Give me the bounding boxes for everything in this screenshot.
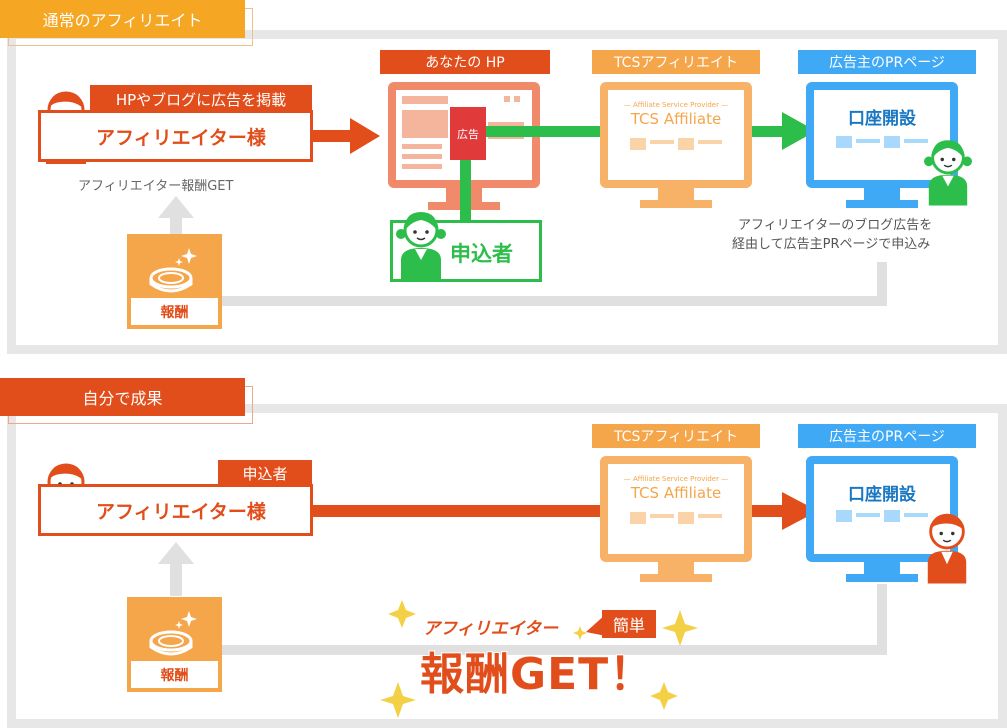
ad-block <box>450 107 486 160</box>
coin-icon <box>149 248 197 293</box>
tcs-monitor-icon <box>600 82 752 208</box>
affiliate-badge: HPやブログに広告を掲載 <box>90 85 312 113</box>
tcs-label: TCSアフィリエイト <box>592 50 760 74</box>
sparkle-icons <box>380 600 698 718</box>
reward-caption: アフィリエイター報酬GET <box>78 179 234 194</box>
tcs2-logo-text: TCS Affiliate <box>630 484 722 502</box>
reward-label: 報酬 <box>131 298 218 325</box>
reward-box: 報酬 <box>127 234 222 329</box>
coin2-icon <box>149 611 197 656</box>
section1-panel <box>7 30 1007 354</box>
note-line1: アフィリエイターのブログ広告を <box>738 218 933 233</box>
applicant-person-icon <box>396 212 446 280</box>
pr2-monitor-icon <box>806 456 958 582</box>
affiliate2-box <box>38 484 313 536</box>
ad-label: 広告 <box>457 128 479 141</box>
hp-label: あなたの HP <box>380 50 550 74</box>
easy-badge-pointer <box>586 614 606 636</box>
affiliate3-person-icon <box>927 513 967 584</box>
applicant-label: 申込者 <box>450 242 513 266</box>
get-prefix: アフィリエイター <box>423 619 558 639</box>
arrow-to-hp <box>310 118 380 154</box>
reward2-label: 報酬 <box>131 661 218 688</box>
section1-tag: 通常のアフィリエイト <box>0 0 245 38</box>
section2-panel <box>7 404 1007 728</box>
section2-gray-connectors <box>158 542 887 655</box>
easy-badge: 簡単 <box>602 610 656 638</box>
section1-gray-connectors <box>158 196 887 306</box>
reward-get-text: 報酬GET！ <box>419 648 655 701</box>
account-open-text: 口座開設 <box>848 109 916 129</box>
pr-monitor-icon <box>806 82 958 208</box>
reward2-box: 報酬 <box>127 597 222 692</box>
tcs-logo-text: TCS Affiliate <box>630 110 722 128</box>
tcs2-sub-text: — Affiliate Service Provider — <box>623 475 729 483</box>
advertiser-person-icon <box>924 140 972 206</box>
pr2-label: 広告主のPRページ <box>798 424 976 448</box>
affiliate-name: アフィリエイター様 <box>96 127 266 149</box>
affiliate2-name: アフィリエイター様 <box>96 501 266 523</box>
tcs2-label: TCSアフィリエイト <box>592 424 760 448</box>
pr-label: 広告主のPRページ <box>798 50 976 74</box>
affiliate2-badge: 申込者 <box>218 460 312 487</box>
section2-tag: 自分で成果 <box>0 378 245 416</box>
note-line2: 経由して広告主PRページで申込み <box>732 237 931 252</box>
tcs-sub-text: — Affiliate Service Provider — <box>623 101 729 109</box>
tcs2-monitor-icon <box>600 456 752 582</box>
account-open2-text: 口座開設 <box>848 485 916 505</box>
